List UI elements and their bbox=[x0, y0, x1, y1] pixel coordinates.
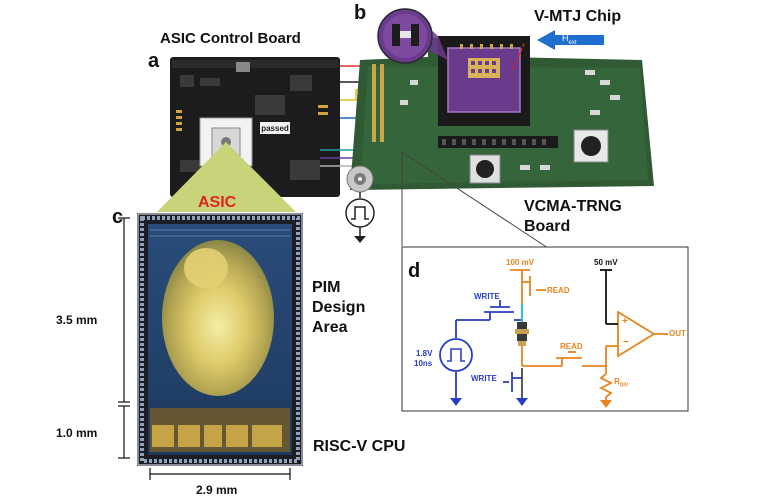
svg-text:passed: passed bbox=[261, 124, 289, 133]
asic-layout-photo bbox=[137, 213, 303, 466]
out-label: OUT bbox=[669, 329, 686, 338]
pim-label-line2: Design bbox=[312, 299, 366, 316]
source-pulse-width: 10ns bbox=[414, 359, 433, 368]
vcma-trng-label-line2: Board bbox=[524, 218, 571, 235]
vcma-trng-board-photo bbox=[346, 36, 654, 193]
hext-label: Hext bbox=[562, 33, 577, 46]
voltage-100mv: 100 mV bbox=[506, 258, 535, 267]
asic-label: ASIC bbox=[198, 194, 237, 211]
write-label-top: WRITE bbox=[474, 292, 500, 301]
hext-field-arrow bbox=[537, 30, 604, 50]
pim-design-area-label: PIM Design Area bbox=[312, 278, 365, 338]
riscv-cpu-label: RISC-V CPU bbox=[313, 438, 406, 455]
opamp-plus: + bbox=[622, 316, 628, 327]
read-label-mid: READ bbox=[560, 342, 583, 351]
pim-label-line1: PIM bbox=[312, 279, 341, 296]
dim-height-top: 3.5 mm bbox=[56, 313, 98, 327]
rdiv-label: RDIV bbox=[614, 377, 629, 389]
dimension-lines bbox=[118, 217, 291, 480]
panel-label-b: b bbox=[354, 2, 367, 24]
read-label-top: READ bbox=[547, 286, 570, 295]
voltage-50mv: 50 mV bbox=[594, 258, 618, 267]
write-label-bottom: WRITE bbox=[471, 374, 497, 383]
panel-label-d: d bbox=[408, 260, 421, 282]
pulse-source-symbol bbox=[345, 192, 375, 243]
panel-label-c: c bbox=[112, 206, 124, 228]
dim-height-bottom: 1.0 mm bbox=[56, 426, 98, 440]
pim-label-line3: Area bbox=[312, 319, 348, 336]
chip-inset-circle bbox=[377, 8, 433, 64]
asic-callout-wedge bbox=[157, 142, 296, 212]
panel-d-zoom-lines bbox=[401, 151, 549, 249]
dim-width: 2.9 mm bbox=[196, 483, 238, 497]
vcma-trng-label-line1: VCMA-TRNG bbox=[524, 198, 622, 215]
panel-label-a: a bbox=[148, 50, 160, 72]
source-voltage: 1.8V bbox=[416, 349, 433, 358]
vmtj-chip-label: V-MTJ Chip bbox=[534, 8, 622, 25]
circuit-schematic bbox=[401, 246, 689, 412]
opamp-minus: − bbox=[623, 337, 629, 348]
asic-control-board-label: ASIC Control Board bbox=[160, 30, 301, 47]
